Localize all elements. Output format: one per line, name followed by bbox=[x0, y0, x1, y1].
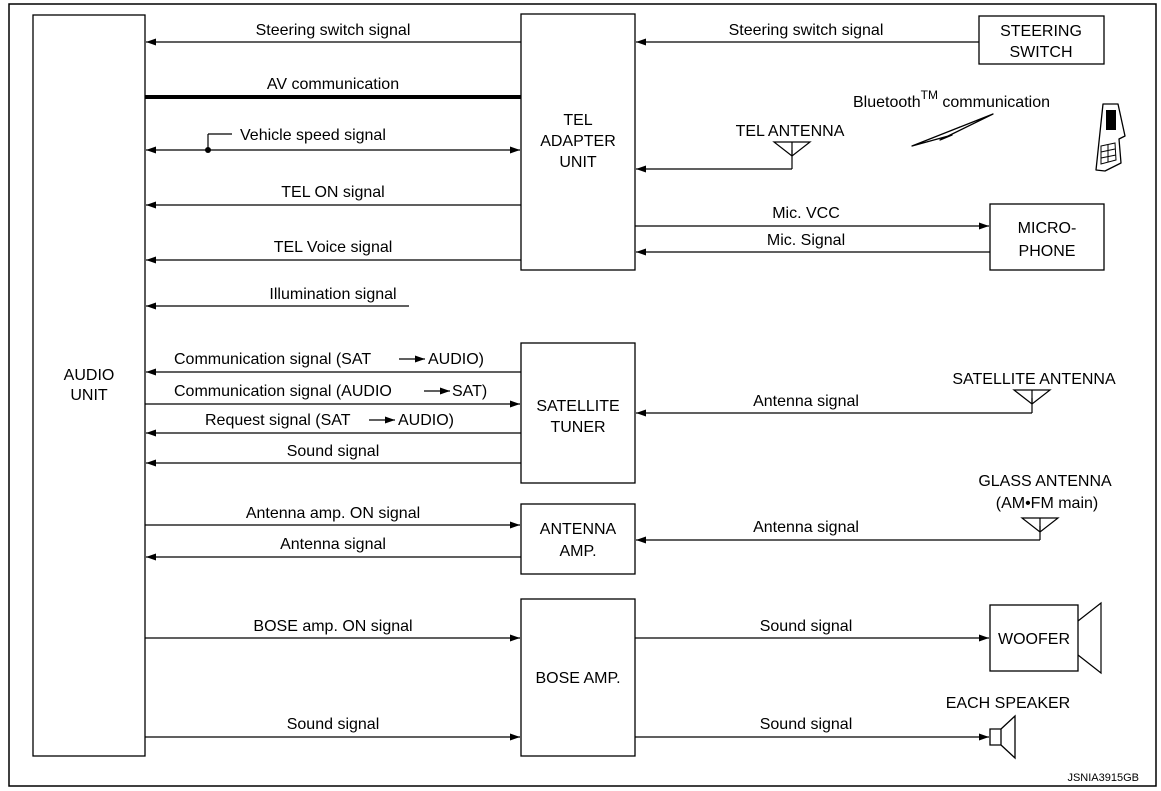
steering-signal-left-label: Steering switch signal bbox=[256, 22, 411, 39]
tel-voice-label: TEL Voice signal bbox=[274, 239, 393, 256]
satellite-antenna-icon bbox=[1012, 389, 1052, 405]
av-communication-line: AV communication bbox=[145, 76, 521, 99]
antenna-signal-left: Antenna signal bbox=[146, 536, 521, 561]
antenna-signal-left-label: Antenna signal bbox=[280, 536, 386, 553]
comm-sat-to-audio-label-a: Communication signal (SAT bbox=[174, 351, 371, 368]
microphone-block: MICRO- PHONE bbox=[989, 203, 1105, 271]
diagram-code: JSNIA3915GB bbox=[1067, 772, 1139, 784]
each-speaker-label: EACH SPEAKER bbox=[946, 695, 1070, 712]
satellite-tuner-label-line1: SATELLITE bbox=[536, 398, 619, 415]
woofer-cone-icon bbox=[1077, 601, 1102, 675]
woofer-box bbox=[989, 604, 1079, 672]
glass-antenna-signal-label: Antenna signal bbox=[753, 519, 859, 536]
steering-signal-left: Steering switch signal bbox=[146, 22, 521, 46]
glass-antenna-label-line1: GLASS ANTENNA bbox=[978, 473, 1112, 490]
antenna-amp-on-signal: Antenna amp. ON signal bbox=[145, 505, 520, 529]
satellite-antenna: SATELLITE ANTENNA Antenna signal bbox=[636, 371, 1116, 417]
tel-adapter-label-line1: TEL bbox=[563, 112, 592, 129]
lightning-bolt-icon bbox=[911, 113, 994, 147]
bose-amp-on-label: BOSE amp. ON signal bbox=[253, 618, 412, 635]
sound-signal-speaker-label: Sound signal bbox=[760, 716, 853, 733]
microphone-label-line1: MICRO- bbox=[1018, 220, 1077, 237]
antenna-amp-on-label: Antenna amp. ON signal bbox=[246, 505, 420, 522]
request-label-a: Request signal (SAT bbox=[205, 412, 351, 429]
illumination-label: Illumination signal bbox=[269, 286, 396, 303]
steering-switch-label-line1: STEERING bbox=[1000, 23, 1082, 40]
request-signal: Request signal (SAT AUDIO) bbox=[146, 412, 521, 437]
sound-signal-sat: Sound signal bbox=[146, 443, 521, 467]
comm-sat-to-audio: Communication signal (SAT AUDIO) bbox=[146, 351, 521, 376]
tel-on-label: TEL ON signal bbox=[281, 184, 384, 201]
mic-vcc-label: Mic. VCC bbox=[772, 205, 840, 222]
bose-amp-on-signal: BOSE amp. ON signal bbox=[145, 618, 520, 642]
audio-unit-label-line1: AUDIO bbox=[64, 367, 115, 384]
vehicle-speed-signal: Vehicle speed signal bbox=[146, 127, 520, 154]
tel-antenna-label: TEL ANTENNA bbox=[736, 123, 845, 140]
antenna-amp-block: ANTENNA AMP. bbox=[520, 503, 636, 575]
bluetooth-label: BluetoothTM communication bbox=[853, 88, 1050, 111]
steering-signal-right: Steering switch signal bbox=[636, 22, 979, 46]
steering-signal-right-label: Steering switch signal bbox=[729, 22, 884, 39]
antenna-amp-label-line1: ANTENNA bbox=[540, 521, 617, 538]
audio-unit-block: AUDIO UNIT bbox=[32, 14, 146, 757]
sound-signal-woofer-label: Sound signal bbox=[760, 618, 853, 635]
sat-antenna-signal-label: Antenna signal bbox=[753, 393, 859, 410]
microphone-label-line2: PHONE bbox=[1019, 243, 1076, 260]
mic-vcc-signal: Mic. VCC bbox=[635, 205, 989, 230]
speaker-icon bbox=[989, 714, 1016, 760]
comm-audio-to-sat-label-b: SAT) bbox=[452, 383, 487, 400]
steering-switch-block: STEERING SWITCH bbox=[978, 15, 1105, 65]
mic-signal: Mic. Signal bbox=[636, 232, 990, 256]
request-label-b: AUDIO) bbox=[398, 412, 454, 429]
tel-adapter-label-line3: UNIT bbox=[559, 154, 597, 171]
glass-antenna-label-line2: (AM•FM main) bbox=[996, 495, 1098, 512]
each-speaker-output: Sound signal EACH SPEAKER bbox=[635, 695, 1070, 760]
tel-on-signal: TEL ON signal bbox=[146, 184, 521, 209]
comm-sat-to-audio-label-b: AUDIO) bbox=[428, 351, 484, 368]
bose-amp-label: BOSE AMP. bbox=[535, 670, 620, 687]
illumination-signal: Illumination signal bbox=[146, 286, 409, 310]
woofer-label: WOOFER bbox=[998, 631, 1070, 648]
satellite-tuner-block: SATELLITE TUNER bbox=[520, 342, 636, 484]
av-communication-label: AV communication bbox=[267, 76, 399, 93]
sound-signal-bose-in: Sound signal bbox=[145, 716, 520, 741]
sound-signal-bose-in-label: Sound signal bbox=[287, 716, 380, 733]
tel-antenna: TEL ANTENNA bbox=[636, 123, 845, 173]
tel-adapter-unit-block: TEL ADAPTER UNIT bbox=[520, 13, 636, 271]
antenna-amp-label-line2: AMP. bbox=[559, 543, 596, 560]
steering-switch-label-line2: SWITCH bbox=[1009, 44, 1072, 61]
sound-signal-sat-label: Sound signal bbox=[287, 443, 380, 460]
diagram-frame bbox=[8, 3, 1157, 787]
satellite-tuner-label-line2: TUNER bbox=[550, 419, 605, 436]
tel-voice-signal: TEL Voice signal bbox=[146, 239, 521, 264]
woofer-output: Sound signal WOOFER bbox=[635, 601, 1102, 675]
satellite-antenna-label: SATELLITE ANTENNA bbox=[952, 371, 1116, 388]
bluetooth-communication: BluetoothTM communication bbox=[853, 88, 1050, 147]
comm-audio-to-sat: Communication signal (AUDIO SAT) bbox=[145, 383, 520, 408]
tel-antenna-icon bbox=[772, 141, 812, 157]
comm-audio-to-sat-label-a: Communication signal (AUDIO bbox=[174, 383, 392, 400]
mic-signal-label: Mic. Signal bbox=[767, 232, 845, 249]
mobile-phone-icon bbox=[1095, 103, 1126, 172]
glass-antenna-icon bbox=[1020, 517, 1060, 533]
glass-antenna: GLASS ANTENNA (AM•FM main) Antenna signa… bbox=[636, 473, 1112, 544]
vehicle-speed-label: Vehicle speed signal bbox=[240, 127, 386, 144]
tel-adapter-label-line2: ADAPTER bbox=[540, 133, 616, 150]
bose-amp-block: BOSE AMP. bbox=[520, 598, 636, 757]
audio-unit-label-line2: UNIT bbox=[70, 387, 108, 404]
